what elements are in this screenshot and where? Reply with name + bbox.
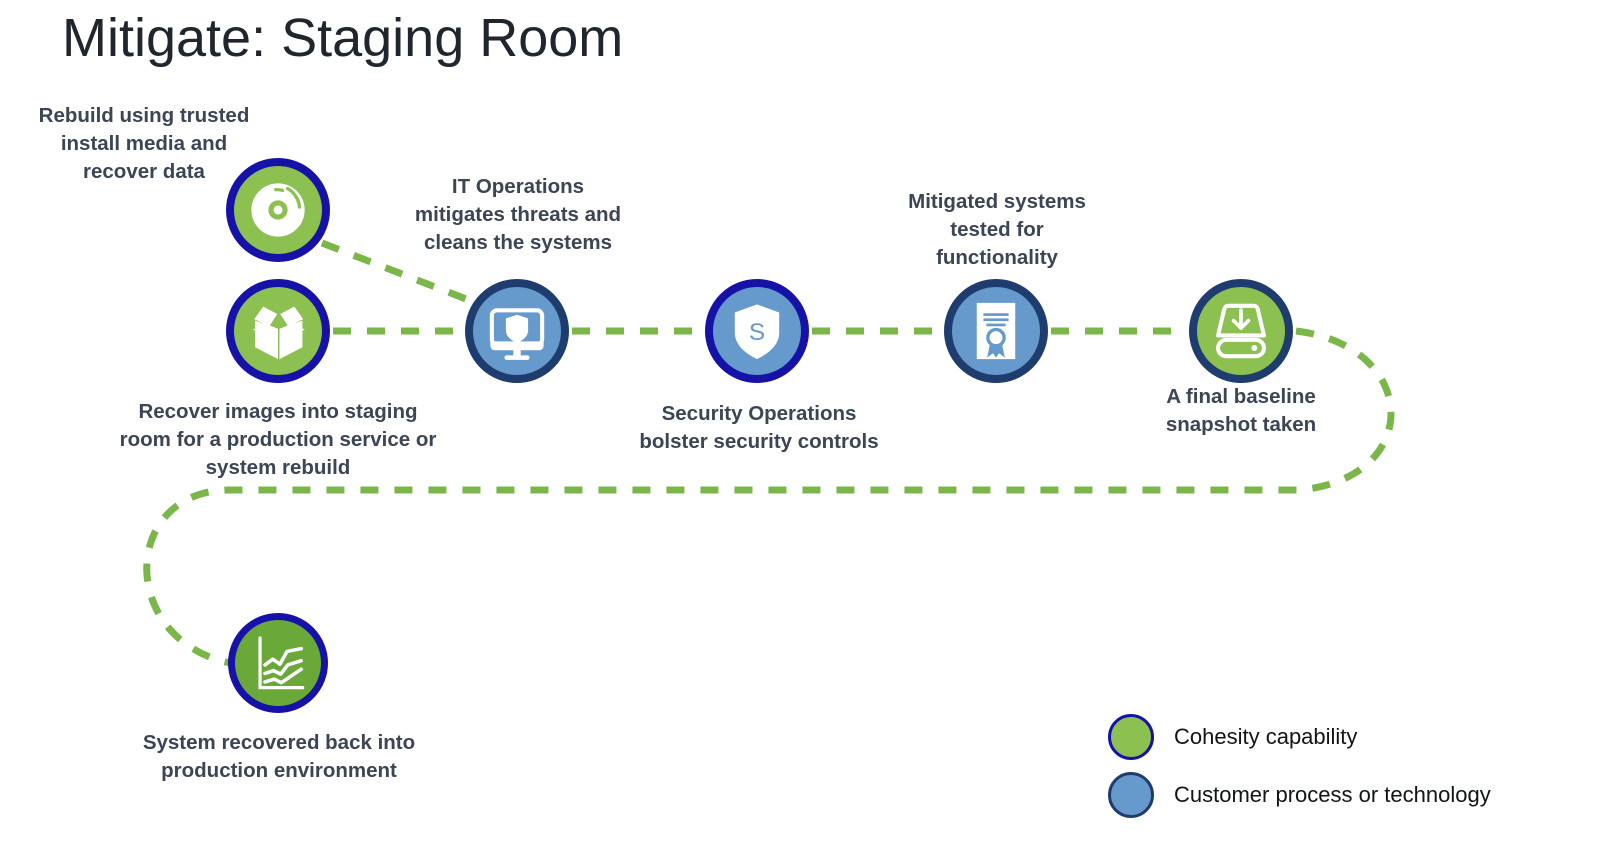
drive-download-icon (1216, 303, 1266, 359)
caption-mitigated-tested: Mitigated systems tested for functionali… (908, 190, 1086, 269)
node-system-recovered[interactable] (228, 613, 328, 713)
legend-row-legend-customer: Customer process or technology (1108, 766, 1578, 824)
legend-customer-swatch (1108, 772, 1154, 818)
optical-disc-icon (251, 183, 305, 237)
shield-s-icon: S (734, 304, 780, 360)
caption-rebuild-media: Rebuild using trusted install media and … (38, 104, 250, 183)
node-it-operations[interactable] (465, 279, 569, 383)
node-rebuild-media[interactable] (226, 158, 330, 262)
legend-cohesity-label: Cohesity capability (1174, 724, 1358, 749)
monitor-shield-icon (489, 308, 545, 360)
node-baseline-snapshot[interactable] (1189, 279, 1293, 383)
node-recover-images[interactable] (226, 279, 330, 383)
line-chart-icon (257, 635, 304, 689)
legend-cohesity-swatch (1108, 714, 1154, 760)
caption-baseline-snapshot: A final baseline snapshot taken (1165, 385, 1317, 436)
caption-it-operations: IT Operations mitigates threats and clea… (414, 175, 622, 254)
caption-recover-images: Recover images into staging room for a p… (119, 400, 437, 479)
certificate-icon (976, 302, 1016, 360)
svg-text:S: S (749, 319, 765, 346)
legend-customer-label: Customer process or technology (1174, 782, 1491, 807)
node-security-operations[interactable]: S (705, 279, 809, 383)
legend-row-legend-cohesity: Cohesity capability (1108, 708, 1578, 766)
caption-system-recovered: System recovered back into production en… (142, 731, 416, 782)
open-box-icon (252, 306, 305, 360)
page-title: Mitigate: Staging Room (62, 8, 624, 68)
node-mitigated-tested[interactable] (944, 279, 1048, 383)
caption-security-operations: Security Operations bolster security con… (639, 402, 879, 453)
